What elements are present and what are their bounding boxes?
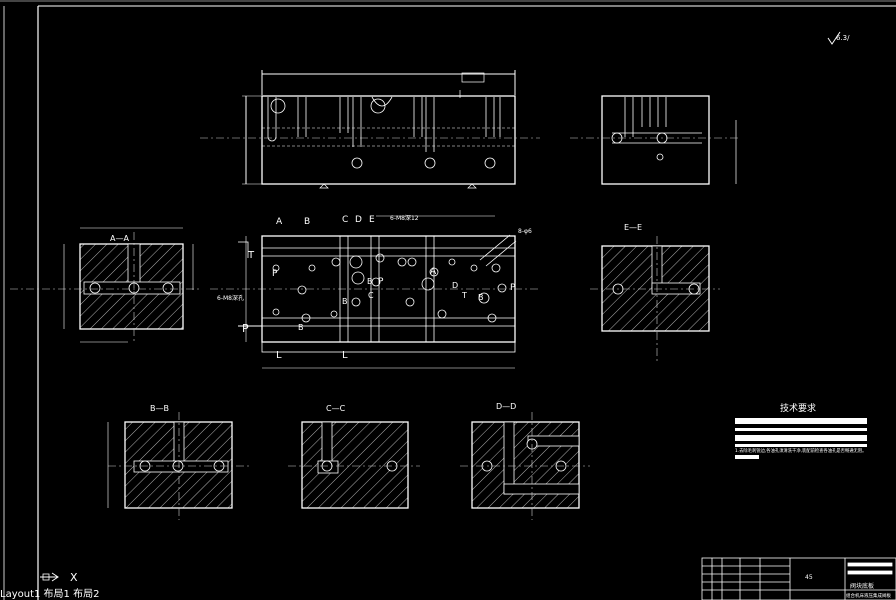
svg-text:B: B [298, 323, 304, 332]
svg-text:T: T [461, 291, 467, 300]
section-aa: A—A [10, 227, 200, 343]
svg-text:B: B [367, 277, 373, 286]
top-view [210, 215, 540, 369]
svg-text:技术要求: 技术要求 [780, 402, 816, 414]
svg-text:E: E [369, 215, 375, 225]
svg-text:B: B [342, 297, 348, 306]
svg-text:B: B [478, 293, 484, 302]
roughness-symbol: 6.3/ [827, 31, 850, 45]
drawing-frame [3, 5, 896, 600]
layout-tabs-status[interactable]: Layout1 布局1 布局2 [0, 589, 100, 600]
svg-text:6.3/: 6.3/ [836, 34, 850, 42]
section-ee: E—E [590, 223, 720, 362]
svg-text:A: A [276, 217, 283, 227]
section-cc: C—C [288, 404, 420, 509]
svg-text:L: L [342, 350, 348, 361]
svg-text:B—B: B—B [150, 404, 169, 413]
ucs-icon: X [40, 571, 78, 584]
title-block [701, 557, 896, 600]
side-view [570, 95, 740, 185]
svg-text:P: P [242, 322, 249, 335]
svg-text:C: C [368, 291, 374, 300]
svg-text:L: L [276, 350, 282, 361]
svg-text:1.去除毛刺锐边,各油孔须清洗干净,装配前检查各油孔是否畅通: 1.去除毛刺锐边,各油孔须清洗干净,装配前检查各油孔是否畅通无阻。 [735, 447, 866, 454]
svg-text:8-φ6: 8-φ6 [518, 228, 532, 235]
svg-text:B: B [304, 217, 310, 227]
title-part-name-2: 组合机床液压集成阀板 [846, 592, 891, 599]
svg-text:P: P [510, 283, 516, 293]
title-part-name: 阀块底板 [850, 582, 874, 590]
section-aa-label: A—A [110, 234, 129, 243]
svg-text:6-M8深孔: 6-M8深孔 [217, 294, 244, 302]
technical-requirements: 技术要求 1.去除毛刺锐边,各油孔须清洗干净,装配前检查各油孔是否畅通无阻。 [735, 402, 867, 459]
svg-text:C—C: C—C [326, 404, 346, 413]
svg-text:D—D: D—D [496, 402, 516, 411]
top-view-callouts: A B C D E 6-M8深12 8-φ6 6-M8深孔 A B B B B … [217, 214, 532, 361]
front-view [200, 70, 540, 189]
svg-text:C: C [342, 215, 348, 225]
svg-text:A: A [430, 267, 437, 277]
svg-text:D: D [452, 281, 458, 290]
svg-text:P: P [272, 269, 278, 279]
section-ee-label: E—E [624, 223, 642, 232]
title-material: 45 [805, 574, 813, 581]
svg-text:P: P [378, 277, 384, 287]
svg-text:D: D [355, 215, 362, 225]
svg-text:X: X [70, 571, 78, 584]
section-bb: B—B [107, 404, 250, 520]
section-dd: D—D [460, 402, 590, 520]
svg-text:6-M8深12: 6-M8深12 [390, 214, 419, 222]
svg-text:T: T [247, 250, 255, 261]
